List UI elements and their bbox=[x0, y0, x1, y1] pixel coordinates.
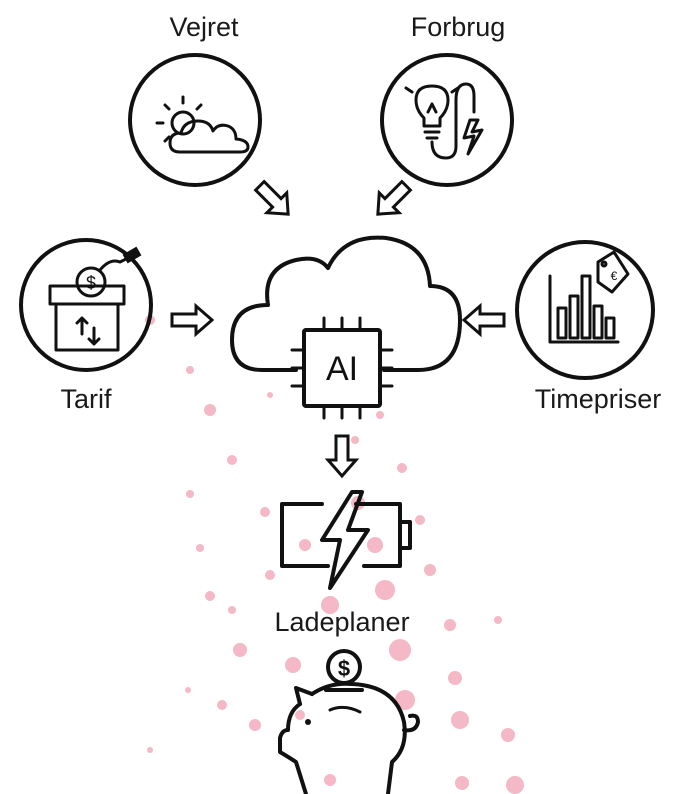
arrow-consumption-to-ai bbox=[376, 179, 413, 216]
charging-plans-label: Ladeplaner bbox=[274, 607, 409, 637]
price-bar-chart-icon: € bbox=[548, 250, 630, 344]
savings-node: $ bbox=[278, 649, 420, 794]
hourly-prices-label: Timepriser bbox=[535, 384, 662, 414]
piggy-bank-icon: $ bbox=[278, 649, 420, 794]
decorative-dots bbox=[145, 315, 524, 794]
svg-text:$: $ bbox=[86, 273, 96, 293]
tariff-node: $ bbox=[19, 238, 153, 372]
charging-plans-node bbox=[280, 490, 412, 590]
sun-cloud-icon bbox=[155, 95, 250, 154]
hourly-prices-node: € bbox=[515, 240, 655, 380]
coin-symbol: $ bbox=[338, 656, 350, 681]
battery-charging-icon bbox=[280, 490, 412, 590]
bulb-plug-icon bbox=[404, 82, 484, 160]
arrow-prices-to-ai bbox=[461, 302, 506, 338]
consumption-node bbox=[380, 53, 514, 187]
cloud-ai-chip-icon: AI bbox=[230, 235, 462, 420]
arrow-tariff-to-ai bbox=[170, 302, 215, 338]
weather-node bbox=[128, 53, 262, 187]
consumption-label: Forbrug bbox=[411, 12, 506, 42]
coin-box-icon: $ bbox=[48, 246, 142, 352]
svg-text:€: € bbox=[611, 269, 618, 283]
ai-chip-label: AI bbox=[326, 350, 358, 388]
arrow-ai-to-charging bbox=[324, 434, 360, 479]
arrow-weather-to-ai bbox=[253, 179, 290, 216]
weather-label: Vejret bbox=[169, 12, 239, 42]
ai-cloud-node: AI bbox=[230, 235, 462, 420]
tariff-label: Tarif bbox=[60, 384, 112, 414]
